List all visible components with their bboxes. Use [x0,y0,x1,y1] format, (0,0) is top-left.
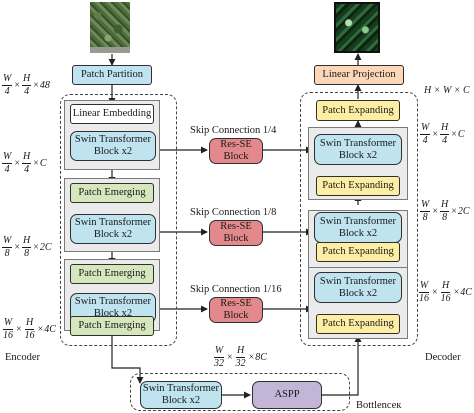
arrow-aspp-to-decoder [322,335,362,396]
bottleneck-frame [130,373,350,411]
patch-partition-block: Patch Partition [72,65,152,85]
res-se-block-1: Res-SE Block [209,138,263,164]
encoder-patch-merging-2: Patch Emerging [70,264,154,284]
decoder-patch-expanding-3: Patch Expanding [316,314,400,334]
decoder-patch-expanding-top: Patch Expanding [316,100,400,121]
decoder-swin-block-3: Swin Transformer Block x2 [314,272,402,303]
encoder-swin-block-2: Swin Transformer Block x2 [70,214,156,244]
skip-connection-label-3: Skip Connection 1/16 [190,284,282,295]
bottleneck-label: Bottlenceк [356,400,402,411]
linear-embedding-block: Linear Embedding [70,104,154,124]
encoder-patch-merging-1: Patch Emerging [70,183,154,203]
encoder-frame [60,94,177,346]
decoder-patch-expanding-2: Patch Expanding [316,242,400,262]
res-se-block-2: Res-SE Block [209,220,263,246]
arrow-merge3-to-bottleneck [111,336,144,384]
skip-connection-label-2: Skip Connection 1/8 [190,207,277,218]
decoder-label: Decoder [425,352,461,363]
output-image [334,2,380,53]
bottleneck-swin-block: Swin Transformer Block x2 [140,381,222,409]
res-se-block-3: Res-SE Block [209,297,263,323]
decoder-swin-block-2: Swin Transformer Block x2 [314,212,402,243]
decoder-patch-expanding-1: Patch Expanding [316,176,400,196]
linear-projection-block: Linear Projection [314,65,404,85]
encoder-swin-block-1: Swin Transformer Block x2 [70,131,156,161]
decoder-frame [300,92,418,346]
decoder-swin-block-1: Swin Transformer Block x2 [314,134,402,165]
skip-connection-label-1: Skip Connection 1/4 [190,125,277,136]
encoder-patch-merging-3: Patch Emerging [70,316,154,336]
shape-label-output: H × W × C [424,85,470,96]
encoder-label: Encoder [5,352,40,363]
aspp-block: ASPP [252,381,322,409]
input-image [90,2,130,53]
